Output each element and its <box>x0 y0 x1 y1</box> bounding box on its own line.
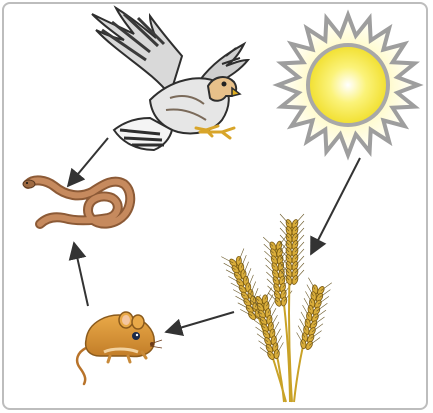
arrow-sun-to-wheat <box>311 158 360 254</box>
snake-icon <box>23 180 130 224</box>
arrow-hawk-to-snake <box>68 138 108 186</box>
wheat-icon <box>221 214 331 402</box>
mouse-icon <box>77 312 162 384</box>
sun-icon <box>278 15 418 155</box>
hawk-icon <box>92 8 248 150</box>
arrow-wheat-to-mouse <box>166 312 234 332</box>
arrow-mouse-to-snake <box>74 243 88 306</box>
